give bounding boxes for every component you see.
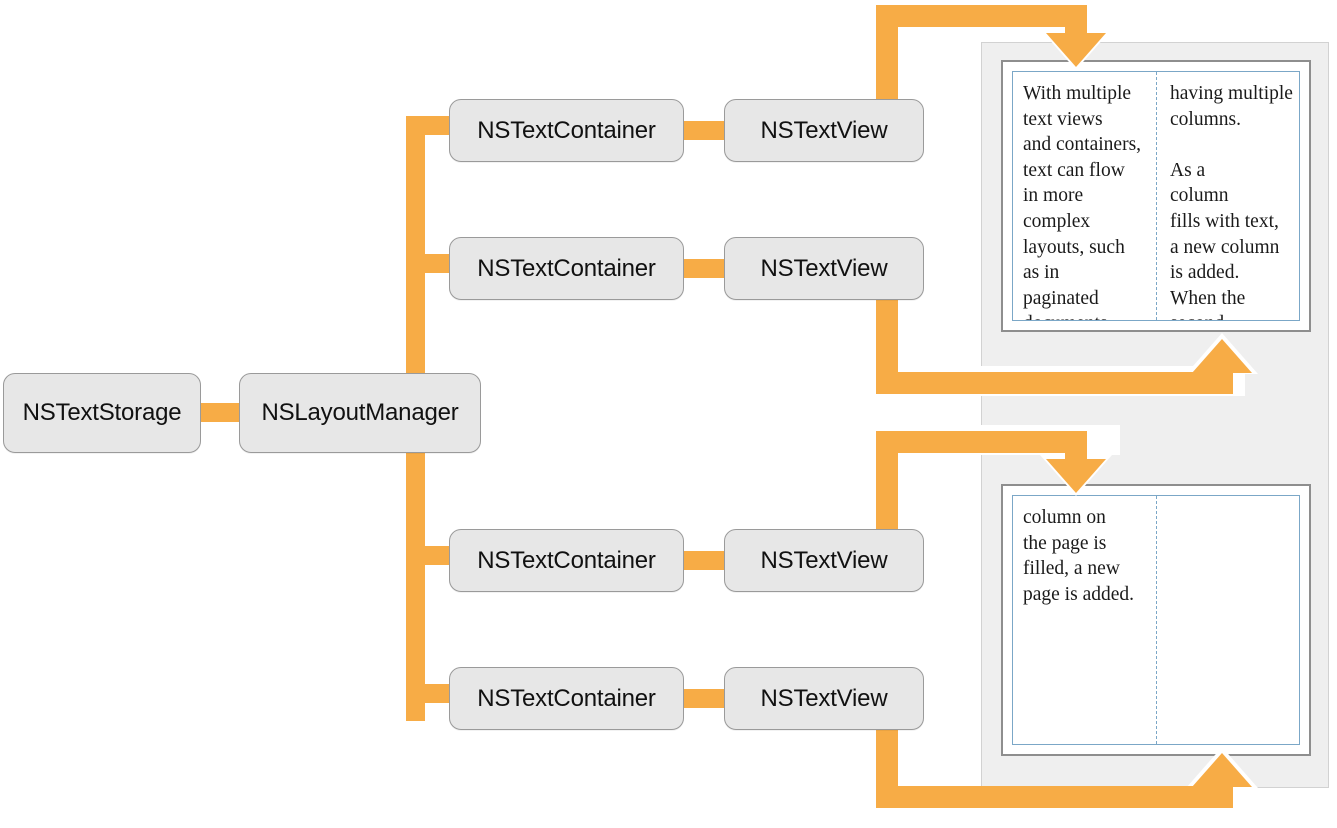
arrow-view4-horizontal (876, 786, 1233, 808)
node-nstextview-1-label: NSTextView (760, 116, 888, 144)
connector-container-2-to-view-2 (680, 259, 728, 278)
node-nstextcontainer-1-label: NSTextContainer (477, 116, 656, 144)
arrow-view3-horizontal (876, 431, 1087, 453)
connector-layout-to-container-4 (406, 684, 458, 703)
arrow-view1-horizontal (876, 5, 1087, 27)
node-nstextcontainer-4[interactable]: NSTextContainer (449, 667, 684, 730)
node-nstextview-2-label: NSTextView (760, 254, 888, 282)
node-nstextview-1[interactable]: NSTextView (724, 99, 924, 162)
page-two-text-area: column on the page is filled, a new page… (1012, 495, 1300, 745)
page-one-column-1: With multiple text views and containers,… (1023, 83, 1142, 320)
connector-container-1-to-view-1 (680, 121, 728, 140)
node-nstextview-4-label: NSTextView (760, 684, 888, 712)
node-nstextcontainer-2-label: NSTextContainer (477, 254, 656, 282)
connector-storage-to-layout (200, 403, 245, 422)
arrow-view1-descend (1065, 5, 1087, 41)
node-nstextcontainer-3-label: NSTextContainer (477, 546, 656, 574)
node-nslayoutmanager[interactable]: NSLayoutManager (239, 373, 481, 453)
arrow-view3-vertical (876, 431, 898, 531)
arrow-view2-horizontal (876, 372, 1233, 394)
node-nstextstorage[interactable]: NSTextStorage (3, 373, 201, 453)
node-nstextview-4[interactable]: NSTextView (724, 667, 924, 730)
arrow-view4-head (1192, 753, 1252, 787)
node-nstextcontainer-3[interactable]: NSTextContainer (449, 529, 684, 592)
node-nstextcontainer-2[interactable]: NSTextContainer (449, 237, 684, 300)
page-two: column on the page is filled, a new page… (1001, 484, 1311, 756)
connector-layout-stub (406, 116, 425, 416)
page-one-column-2: having multiple columns. As a column fil… (1170, 83, 1293, 320)
node-nstextview-3[interactable]: NSTextView (724, 529, 924, 592)
page-two-column-rule (1156, 496, 1157, 744)
arrow-view4-ascend (1211, 786, 1233, 808)
node-nstextcontainer-4-label: NSTextContainer (477, 684, 656, 712)
arrow-view1-head (1046, 33, 1106, 67)
arrow-view2-head (1192, 339, 1252, 373)
page-two-column-1: column on the page is filled, a new page… (1023, 507, 1135, 605)
node-nstextview-3-label: NSTextView (760, 546, 888, 574)
page-one-text-area: With multiple text views and containers,… (1012, 71, 1300, 321)
node-nstextview-2[interactable]: NSTextView (724, 237, 924, 300)
document-panel: With multiple text views and containers,… (981, 42, 1329, 788)
node-nstextstorage-label: NSTextStorage (22, 399, 182, 426)
arrow-view3-descend (1065, 431, 1087, 467)
node-nslayoutmanager-label: NSLayoutManager (261, 399, 459, 426)
node-nstextcontainer-1[interactable]: NSTextContainer (449, 99, 684, 162)
arrow-view1-vertical (876, 5, 898, 103)
page-two-column-2 (1156, 496, 1299, 744)
connector-layout-to-container-3 (406, 546, 458, 565)
connector-container-4-to-view-4 (680, 689, 728, 708)
page-one: With multiple text views and containers,… (1001, 60, 1311, 332)
arrow-view2-vertical (876, 297, 898, 382)
arrow-view2-ascend (1211, 372, 1233, 394)
page-one-column-rule (1156, 72, 1157, 320)
arrow-view3-head (1046, 459, 1106, 493)
connector-container-3-to-view-3 (680, 551, 728, 570)
